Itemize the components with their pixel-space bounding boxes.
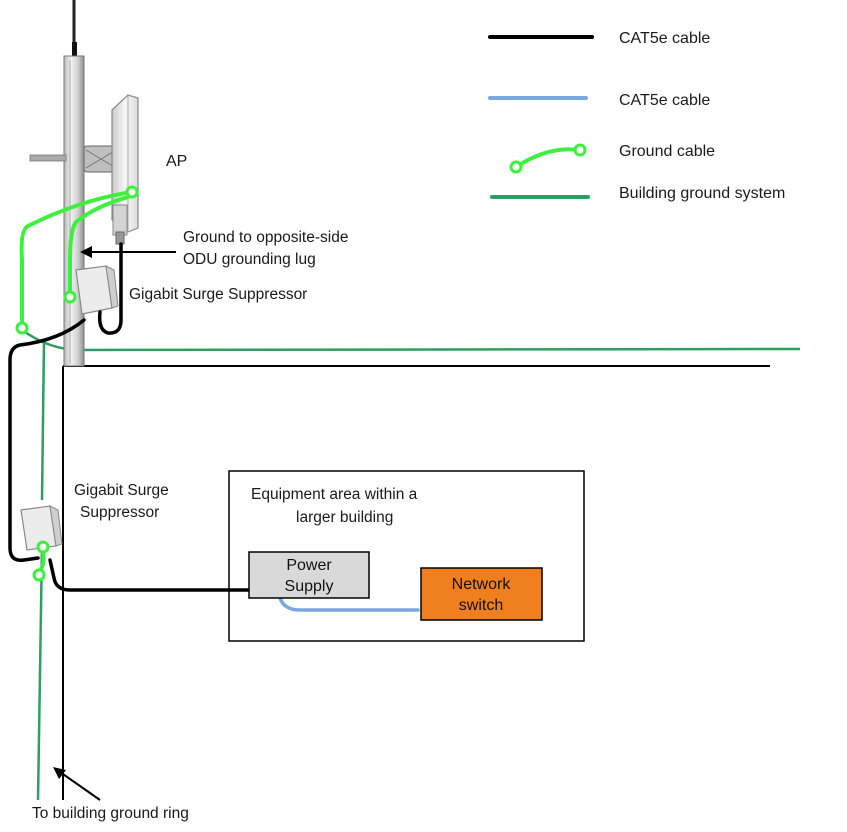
ground-ring-label: To building ground ring — [32, 805, 189, 822]
equipment-area-label-line1: Equipment area within a — [251, 486, 418, 503]
legend-swatch-ground-cable — [511, 145, 585, 172]
legend-label-building-ground: Building ground system — [619, 185, 785, 202]
ground-lug-label-line2: ODU grounding lug — [183, 251, 316, 268]
building-outline — [63, 366, 770, 800]
network-switch-label-line1: Network — [452, 576, 512, 593]
equipment-area-label-line2: larger building — [296, 509, 393, 526]
ground-ring-arrow — [53, 767, 100, 800]
building-ground-system — [22, 330, 800, 800]
network-switch-label-line2: switch — [459, 597, 503, 614]
surge-bottom-label-line2: Suppressor — [80, 504, 159, 521]
ground-lug-arrow — [80, 246, 176, 258]
cat5e-blue-cable — [280, 598, 418, 610]
surge-top-label: Gigabit Surge Suppressor — [129, 286, 307, 303]
legend-label-cat5e-blue: CAT5e cable — [619, 92, 710, 109]
power-supply-label-line2: Supply — [285, 578, 334, 595]
ground-lug-label-line1: Ground to opposite-side — [183, 229, 348, 246]
legend-label-cat5e-black: CAT5e cable — [619, 30, 710, 47]
power-supply: Power Supply — [249, 552, 369, 598]
legend-label-ground-cable: Ground cable — [619, 143, 715, 160]
legend: CAT5e cable CAT5e cable Ground cable Bui… — [490, 30, 785, 202]
ap-label: AP — [166, 153, 187, 170]
surge-bottom-label-line1: Gigabit Surge — [74, 482, 169, 499]
power-supply-label-line1: Power — [286, 557, 332, 574]
surge-suppressor-top — [76, 266, 118, 314]
network-switch: Network switch — [421, 568, 542, 620]
